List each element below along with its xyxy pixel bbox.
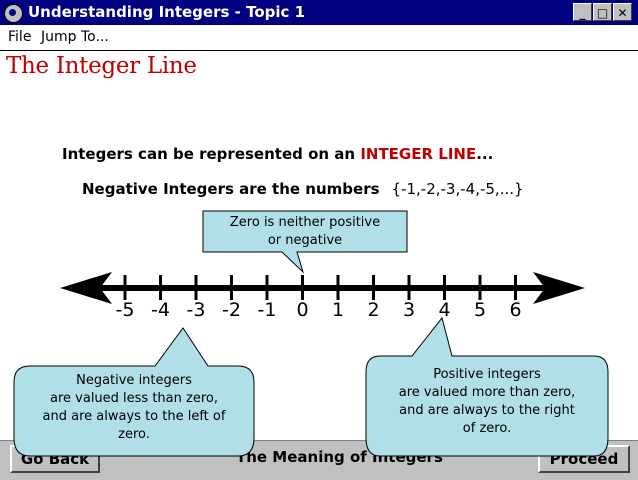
tick-label: 0 xyxy=(296,299,309,321)
minimize-button[interactable]: _ xyxy=(573,3,592,21)
positive-callout-text: Positive integers are valued more than z… xyxy=(366,366,608,438)
tick-label: -4 xyxy=(151,299,170,321)
right-arrow-icon xyxy=(533,272,585,304)
tick-label: 3 xyxy=(402,299,416,321)
page-title: The Integer Line xyxy=(6,53,197,79)
app-icon[interactable] xyxy=(4,4,23,23)
window-title: Understanding Integers - Topic 1 xyxy=(28,3,306,21)
negative-definition-line: Negative Integers are the numbers {-1,-2,… xyxy=(82,180,524,198)
positive-callout-line: of zero. xyxy=(462,421,512,436)
intro-highlight: INTEGER LINE xyxy=(360,145,477,163)
tick-label: -2 xyxy=(222,299,241,321)
tick-label: 2 xyxy=(367,299,380,321)
negative-callout-line: zero. xyxy=(118,427,150,442)
tick-label: 1 xyxy=(331,299,345,321)
menu-file[interactable]: File xyxy=(8,29,32,45)
negative-callout-line: Negative integers xyxy=(76,373,192,388)
tick-label: -5 xyxy=(115,299,135,321)
intro-suffix: ... xyxy=(476,145,494,163)
positive-callout-line: Positive integers xyxy=(433,367,541,382)
tick-label: -3 xyxy=(186,299,206,321)
positive-callout-bubble xyxy=(365,316,609,457)
negative-callout-line: are valued less than zero, xyxy=(50,391,218,406)
menu-jump-to[interactable]: Jump To... xyxy=(41,29,109,45)
zero-callout-line: or negative xyxy=(267,233,343,248)
maximize-button[interactable]: □ xyxy=(593,3,612,21)
negative-definition-text: Negative Integers are the numbers xyxy=(82,180,380,198)
tick-label: 6 xyxy=(509,299,522,321)
negative-callout-line: and are always to the left of xyxy=(42,409,226,424)
tick-label: -1 xyxy=(257,299,277,321)
number-line xyxy=(60,272,585,304)
negative-callout-bubble xyxy=(13,327,255,457)
intro-line: Integers can be represented on an INTEGE… xyxy=(62,145,493,163)
left-arrow-icon xyxy=(60,272,112,304)
tick-marks xyxy=(123,275,517,300)
zero-callout-bubble xyxy=(202,210,408,274)
close-button[interactable]: ✕ xyxy=(613,3,632,21)
zero-callout-text: Zero is neither positive or negative xyxy=(203,214,407,250)
positive-callout-line: are valued more than zero, xyxy=(398,385,576,400)
menu-bar: File Jump To... xyxy=(0,25,638,51)
zero-callout-line: Zero is neither positive xyxy=(229,215,381,230)
window-titlebar: Understanding Integers - Topic 1 _ □ ✕ xyxy=(0,0,638,25)
tick-label: 4 xyxy=(438,299,451,321)
intro-prefix: Integers can be represented on an xyxy=(62,145,361,163)
tick-label: 5 xyxy=(473,299,487,321)
negative-callout-text: Negative integers are valued less than z… xyxy=(14,372,254,444)
positive-callout-line: and are always to the right xyxy=(399,403,575,418)
negative-set: {-1,-2,-3,-4,-5,...} xyxy=(391,180,524,198)
